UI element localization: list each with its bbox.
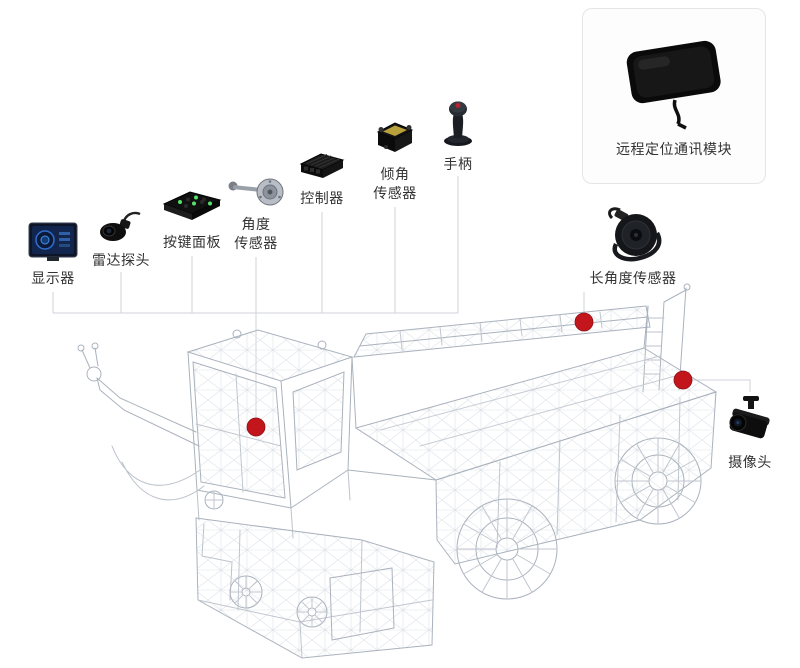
joystick-label: 手柄 — [443, 156, 473, 172]
vehicle-chassis-box — [195, 517, 435, 659]
connector-lines — [52, 176, 751, 418]
tilt-sensor-icon — [372, 116, 418, 158]
component-angle-sensor: 角度 传感器 — [222, 174, 290, 253]
controller-icon — [297, 146, 347, 182]
keypad-icon — [160, 188, 224, 226]
radar-probe-icon — [98, 210, 144, 244]
remote-module-card: 远程定位通讯模块 — [582, 8, 766, 184]
camera-label: 摄像头 — [728, 454, 772, 470]
display-label: 显示器 — [31, 270, 75, 286]
component-long-angle-sensor: 长角度传感器 — [578, 204, 688, 288]
display-icon — [28, 222, 78, 262]
controller-label: 控制器 — [300, 190, 344, 206]
tilt-sensor-label: 倾角 传感器 — [373, 166, 417, 201]
angle-sensor-icon — [225, 174, 287, 208]
joystick-icon — [440, 98, 476, 148]
component-joystick: 手柄 — [432, 98, 484, 174]
keypad-label: 按键面板 — [163, 234, 221, 250]
long-angle-sensor-label: 长角度传感器 — [589, 270, 677, 286]
camera-icon — [723, 394, 777, 446]
vehicle-wheels — [229, 437, 702, 628]
long-angle-sensor-icon — [596, 204, 670, 262]
component-radar-probe: 雷达探头 — [86, 210, 156, 270]
component-display: 显示器 — [16, 222, 90, 288]
remote-module-icon — [609, 34, 739, 134]
angle-sensor-label: 角度 传感器 — [234, 216, 278, 251]
component-controller: 控制器 — [290, 146, 354, 208]
component-keypad: 按键面板 — [154, 188, 230, 252]
vehicle-cab — [186, 329, 354, 539]
radar-probe-label: 雷达探头 — [92, 252, 150, 268]
remote-module-label: 远程定位通讯模块 — [616, 140, 732, 157]
marker-dot-cab — [246, 417, 266, 437]
vehicle-front-arm — [77, 342, 224, 510]
component-camera: 摄像头 — [716, 394, 784, 472]
position-markers — [246, 312, 693, 437]
marker-dot-body — [673, 370, 693, 390]
vehicle-boom — [353, 305, 651, 358]
vehicle-wireframe — [77, 283, 718, 659]
component-tilt-sensor: 倾角 传感器 — [362, 116, 428, 203]
marker-dot-boom — [574, 312, 594, 332]
